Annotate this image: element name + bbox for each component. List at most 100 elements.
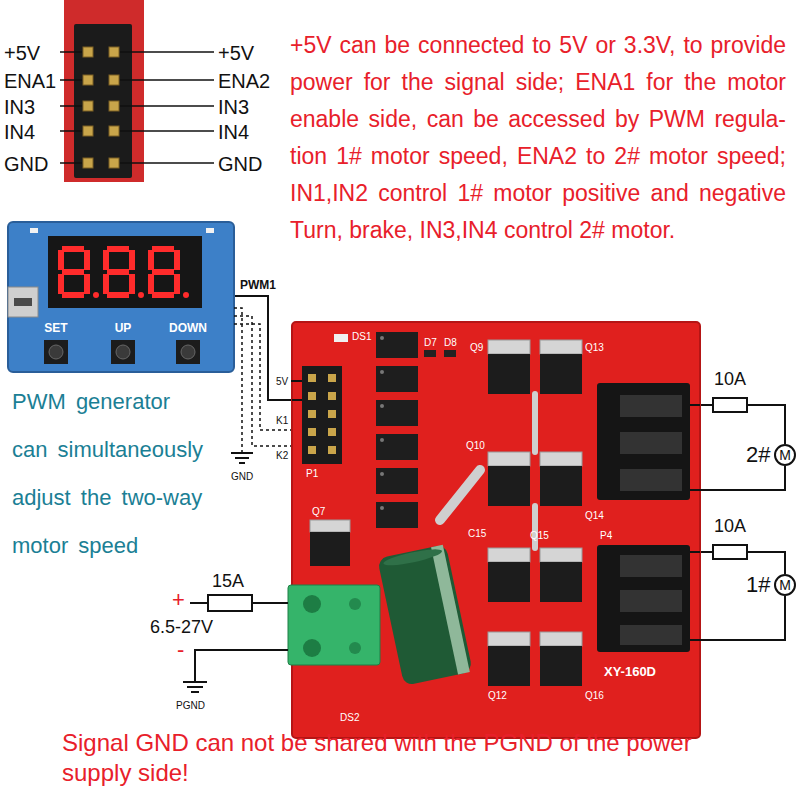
text-holder: Q9 <box>470 342 483 353</box>
driver-board <box>540 354 582 394</box>
driver-board <box>540 452 582 466</box>
driver-board <box>288 322 700 738</box>
driver-board <box>308 410 316 418</box>
ground-symbol <box>231 453 253 463</box>
pwm-generator-module <box>181 345 195 359</box>
pin-header-photo <box>83 158 93 168</box>
pwm-generator-module <box>148 246 189 298</box>
pin-header-photo <box>109 47 119 57</box>
driver-board <box>380 438 384 442</box>
leader-line <box>60 130 82 132</box>
driver-board <box>328 392 336 400</box>
silkscreen-label: D7 <box>424 337 437 348</box>
driver-board <box>376 400 418 426</box>
fuse-symbol <box>208 595 252 611</box>
driver-board <box>302 366 342 464</box>
pwm-generator-module <box>58 246 99 298</box>
pin-header-photo <box>64 0 144 182</box>
driver-board <box>380 404 384 408</box>
driver-board <box>440 470 480 520</box>
text-holder: PGND <box>176 700 205 711</box>
ground-symbol <box>235 457 249 459</box>
text-holder: IN3 <box>218 96 249 118</box>
silkscreen-label: DS1 <box>352 331 371 342</box>
driver-board <box>540 340 582 354</box>
text-holder: PWM1 <box>238 279 278 292</box>
ground-symbol <box>183 682 207 692</box>
driver-board <box>310 532 350 566</box>
driver-board <box>328 374 336 382</box>
text-holder: M <box>779 448 791 462</box>
driver-board <box>488 632 530 646</box>
driver-board <box>308 392 316 400</box>
text-holder: XY-160D <box>604 665 656 678</box>
driver-board <box>377 544 472 686</box>
pin-header-photo <box>74 24 132 178</box>
ground-symbol <box>187 686 203 688</box>
pin-header-photo <box>109 158 119 168</box>
text-holder: K2 <box>276 450 288 461</box>
silkscreen-label: C15 <box>468 528 486 539</box>
silkscreen-label: D8 <box>444 337 457 348</box>
note-text: +5V can be connected to 5V or 3.3V, to p… <box>290 27 786 249</box>
pin-name: IN3 <box>218 96 249 118</box>
driver-board <box>376 502 418 528</box>
driver-board <box>376 434 418 460</box>
driver-board <box>444 350 456 357</box>
pin-name: GND <box>218 153 262 175</box>
text-holder: M <box>779 578 791 592</box>
pin-name: IN4 <box>218 121 249 143</box>
pwm-generator-module <box>8 222 234 372</box>
signal-name: K1 <box>276 415 288 426</box>
driver-board <box>488 354 530 394</box>
pin-name: +5V <box>218 42 254 64</box>
text-holder: Q14 <box>585 510 604 521</box>
driver-board <box>532 506 538 548</box>
text-holder: 10A <box>714 517 746 537</box>
pwm-generator-module <box>48 236 202 308</box>
motor-letter: M <box>779 448 791 462</box>
driver-board <box>303 595 321 613</box>
pin-name: IN3 <box>4 96 35 118</box>
driver-board <box>328 428 336 436</box>
polarity-sign: - <box>177 638 184 662</box>
driver-board <box>532 394 538 452</box>
silkscreen-label: Q12 <box>488 690 507 701</box>
text-holder: 5V <box>276 376 288 387</box>
text-holder: Q10 <box>466 440 485 451</box>
pwm-generator-module <box>14 298 32 306</box>
pwm-generator-module <box>8 222 234 372</box>
text-holder: IN4 <box>218 121 249 143</box>
leader-line <box>120 105 214 107</box>
signal-wire <box>234 308 242 452</box>
driver-board <box>328 410 336 418</box>
pin-name: GND <box>4 153 48 175</box>
text-holder: PWM generator can simultaneously adjust … <box>12 378 209 570</box>
driver-board <box>303 639 321 657</box>
text-holder: Q16 <box>585 690 604 701</box>
leader-line <box>120 79 214 81</box>
driver-board <box>597 383 690 500</box>
pwm-generator-module <box>49 345 63 359</box>
pin-name: ENA2 <box>218 70 270 92</box>
driver-board <box>540 466 582 506</box>
silkscreen-label: P1 <box>306 468 318 479</box>
text-holder: C15 <box>468 528 486 539</box>
driver-board <box>310 520 350 532</box>
fuse-rating: 15A <box>212 572 244 592</box>
silkscreen-label: Q14 <box>585 510 604 521</box>
pwm-generator-module <box>176 340 200 364</box>
pwm-generator-module <box>30 228 38 233</box>
button-label: UP <box>115 322 132 334</box>
driver-board <box>690 489 700 491</box>
driver-board <box>540 646 582 686</box>
text-holder: Q15 <box>530 530 549 541</box>
pwm-generator-board: SETUPDOWN <box>8 222 234 372</box>
driver-board <box>540 632 582 646</box>
fuse-rating: 10A <box>714 517 746 537</box>
silkscreen-label: Q16 <box>585 690 604 701</box>
pin-name: ENA1 <box>4 70 56 92</box>
button-label: SET <box>44 322 67 334</box>
driver-board <box>376 468 418 494</box>
driver-board <box>540 562 582 602</box>
